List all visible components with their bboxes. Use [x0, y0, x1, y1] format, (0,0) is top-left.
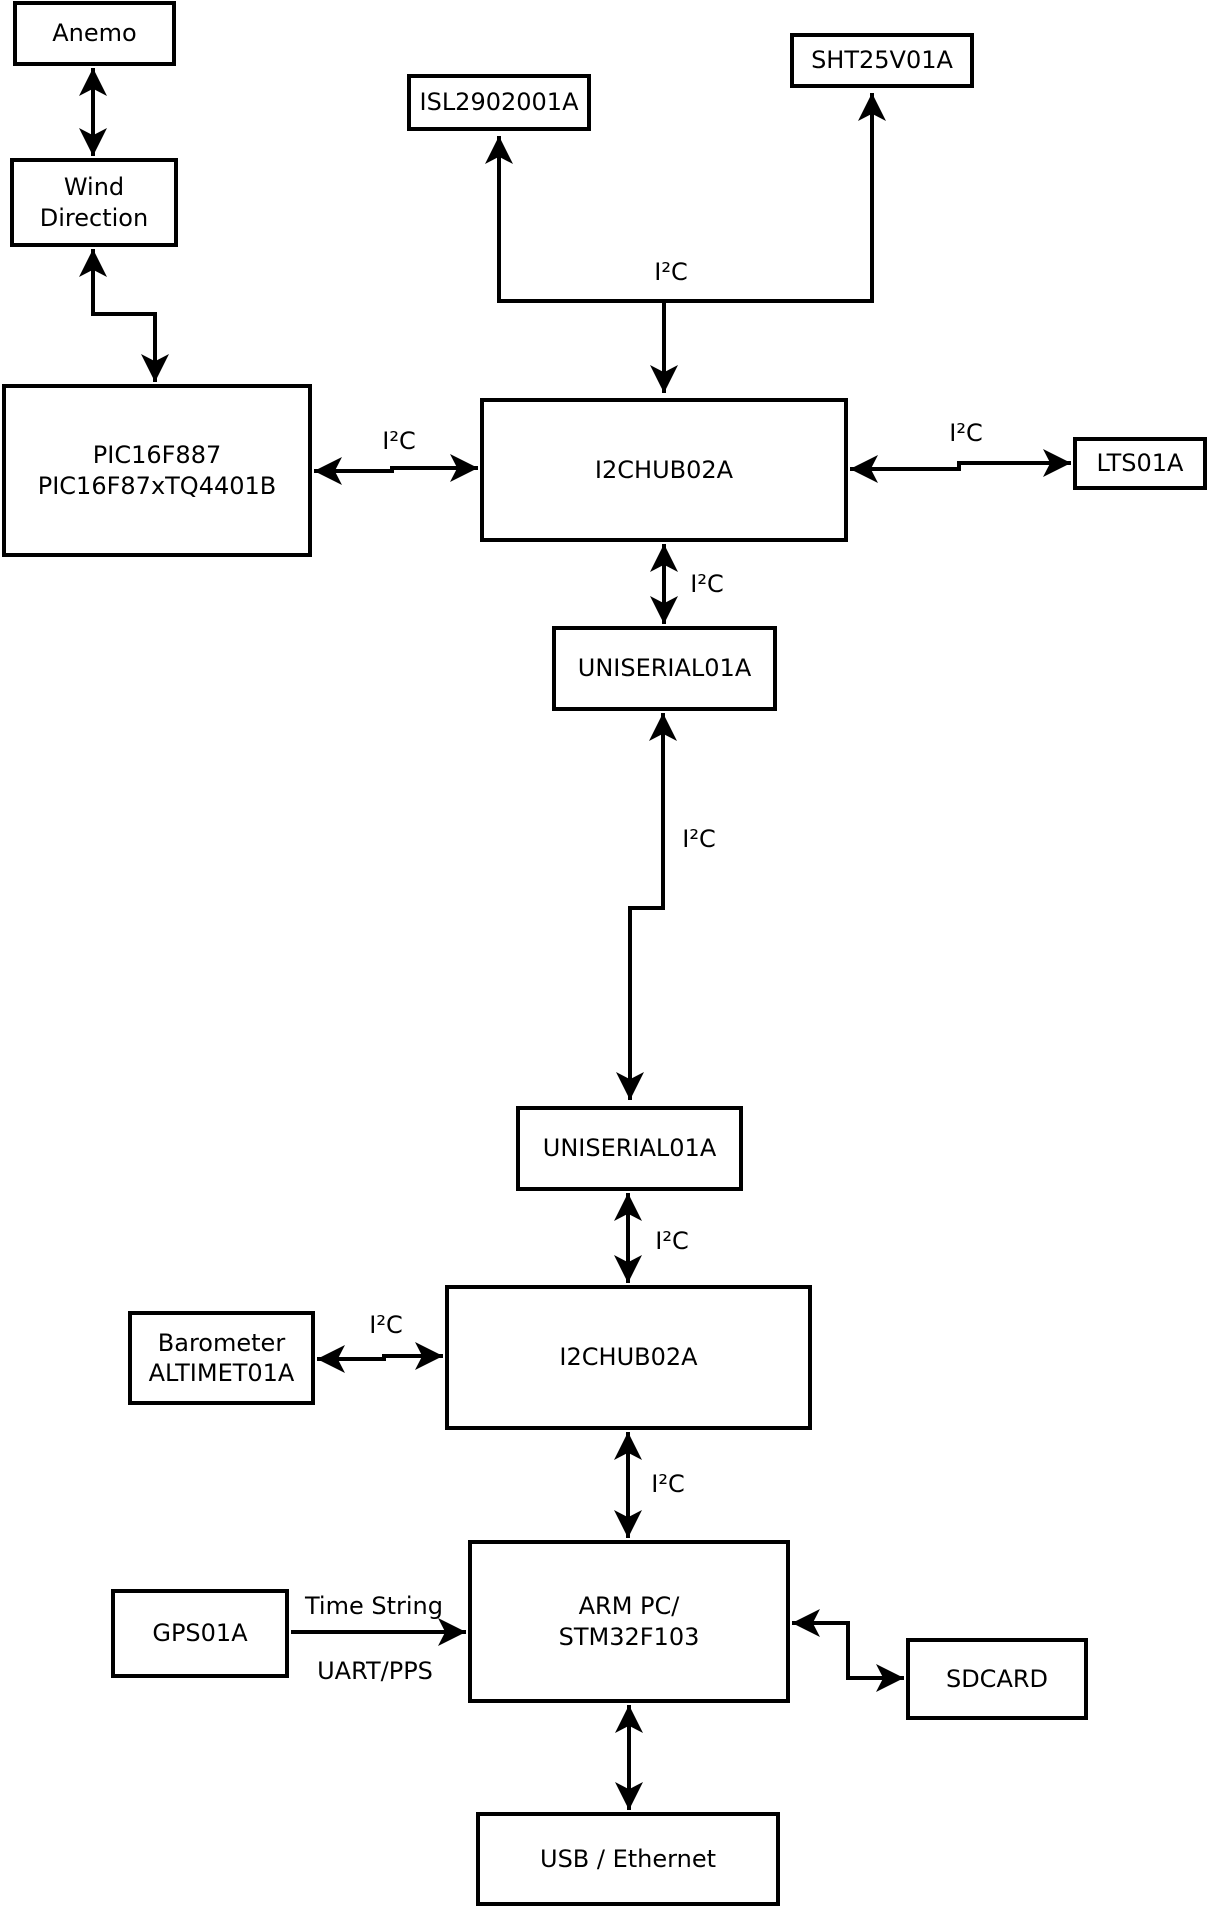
node-i2chub02a-bottom: I2CHUB02A: [445, 1285, 812, 1430]
edge-label-time-string: Time String: [305, 1592, 443, 1620]
node-isl2902001a-label: ISL2902001A: [419, 88, 579, 117]
edge-label-i2c-hub2-arm: I²C: [651, 1470, 685, 1498]
edge-label-i2c-uniserial2-hub2: I²C: [655, 1227, 689, 1255]
node-gps01a-label: GPS01A: [152, 1619, 248, 1648]
edge-label-i2c-hub1-uniserial1: I²C: [690, 570, 724, 598]
node-arm-pc-label-line2: STM32F103: [558, 1622, 700, 1651]
node-wind-direction-label-line2: Direction: [39, 203, 149, 232]
node-wind-direction-label-line1: Wind: [63, 173, 125, 202]
node-isl2902001a: ISL2902001A: [407, 74, 591, 131]
node-pic16f887-label-line1: PIC16F887: [92, 441, 222, 470]
node-barometer-label-line1: Barometer: [157, 1328, 286, 1357]
node-barometer-altimet01a: Barometer ALTIMET01A: [128, 1311, 315, 1405]
node-i2chub02a-top: I2CHUB02A: [480, 398, 848, 542]
node-arm-pc-label-line1: ARM PC/: [578, 1592, 680, 1621]
connector-arm-sdcard: [792, 1609, 904, 1692]
node-lts01a: LTS01A: [1073, 437, 1207, 490]
node-i2chub02a-top-label: I2CHUB02A: [594, 455, 734, 484]
connector-uniserial1-uniserial2: [616, 713, 677, 1100]
node-lts01a-label: LTS01A: [1096, 449, 1184, 478]
node-arm-pc-stm32f103: ARM PC/ STM32F103: [468, 1540, 790, 1703]
node-sdcard: SDCARD: [906, 1638, 1088, 1720]
edge-label-i2c-barometer-hub2: I²C: [369, 1311, 403, 1339]
node-uniserial01a-bottom-label: UNISERIAL01A: [542, 1134, 717, 1163]
edge-label-i2c-bus-top: I²C: [654, 258, 688, 286]
node-sht25v01a: SHT25V01A: [790, 33, 974, 88]
connector-hub1-lts: [850, 449, 1071, 483]
node-pic16f887-label-line2: PIC16F87xTQ4401B: [37, 471, 277, 500]
node-uniserial01a-bottom: UNISERIAL01A: [516, 1106, 743, 1191]
node-pic16f887: PIC16F887 PIC16F87xTQ4401B: [2, 384, 312, 557]
node-uniserial01a-top: UNISERIAL01A: [552, 626, 777, 711]
connector-wind-pic: [79, 249, 169, 382]
node-gps01a: GPS01A: [111, 1589, 289, 1678]
connector-barometer-hub2: [317, 1342, 443, 1373]
node-wind-direction: Wind Direction: [10, 158, 178, 247]
node-i2chub02a-bottom-label: I2CHUB02A: [559, 1343, 698, 1372]
node-usb-ethernet-label: USB / Ethernet: [540, 1844, 716, 1873]
node-sht25v01a-label: SHT25V01A: [811, 46, 953, 75]
node-anemo-label: Anemo: [52, 19, 137, 48]
node-sdcard-label: SDCARD: [945, 1664, 1049, 1693]
node-uniserial01a-top-label: UNISERIAL01A: [577, 654, 752, 683]
edge-label-uart-pps: UART/PPS: [317, 1657, 433, 1685]
edge-label-i2c-hub1-lts: I²C: [949, 419, 983, 447]
node-usb-ethernet: USB / Ethernet: [476, 1812, 780, 1906]
edge-label-i2c-pic-hub1: I²C: [382, 427, 416, 455]
node-barometer-label-line2: ALTIMET01A: [148, 1359, 295, 1387]
connector-i2c-bus-isl-sht: [485, 93, 886, 303]
node-anemo: Anemo: [13, 1, 176, 66]
connector-pic-hub1: [314, 454, 478, 485]
edge-label-i2c-uniserial1-uniserial2: I²C: [682, 825, 716, 853]
